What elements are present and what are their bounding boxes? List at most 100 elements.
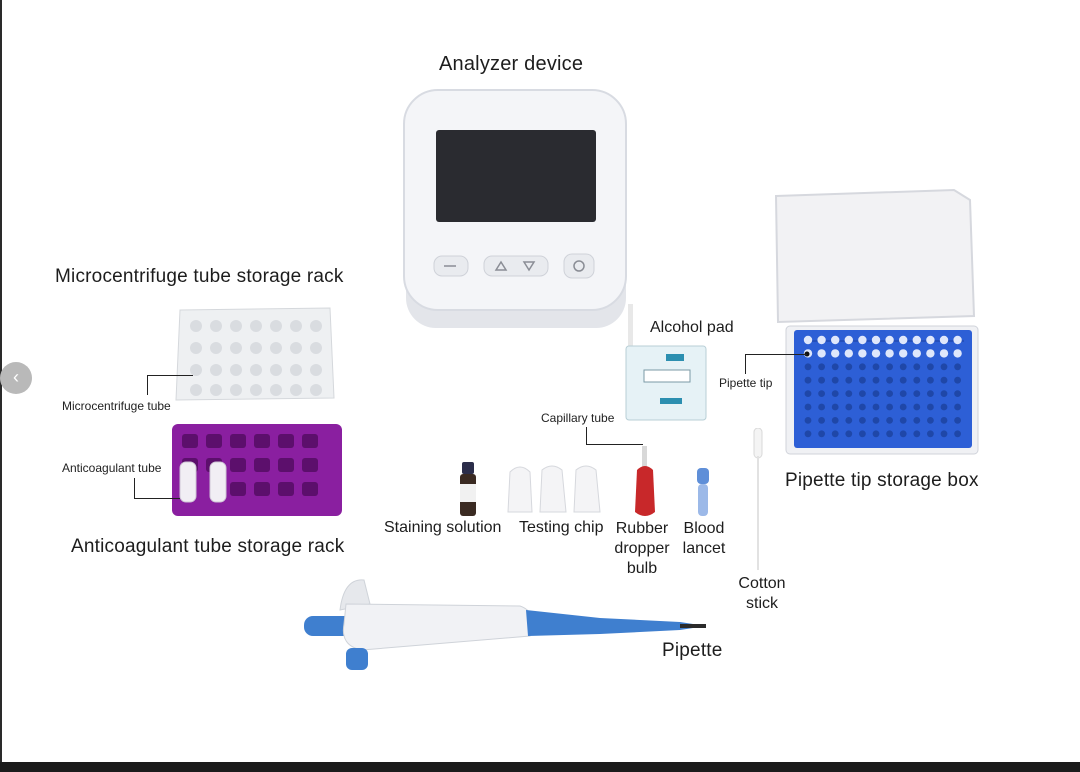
pipette-tip-slot [913,417,921,424]
pipette-tip-slot [804,390,812,397]
blood-lancet-image [697,468,709,516]
pipette-tip-slot [913,376,921,384]
alcohol-pad-label: Alcohol pad [650,319,734,336]
pipette-tip-slot [899,376,907,384]
pipette-tip-slot [831,403,839,411]
pipette-tip-slot [803,335,813,345]
pipette-tip-slot [818,417,825,424]
pipette-tip-slot [927,417,934,424]
rubber-bulb-label-line1: Rubber [615,520,669,537]
pipette-tip-leader-v [745,354,746,374]
pipette-tip-slot [845,430,853,438]
pipette-tip-slot [899,349,908,358]
pipette-tip-slot [899,363,907,371]
pipette-tip-leader-h [745,354,807,355]
pipette-tip-slot [859,390,866,397]
pipette-tip-slot [859,417,866,424]
pipette-tip-slot [886,390,893,397]
pipette-tip-slot [859,376,866,384]
pipette-tip-slot [927,363,934,371]
chevron-left-icon[interactable]: ‹ [0,362,32,394]
pipette-tip-slot [899,335,908,345]
pipette-tip-slot [939,335,949,345]
cotton-stick-label-line2: stick [746,595,778,612]
pipette-tip-slot [859,363,866,371]
pipette-tip-slot [817,335,826,345]
pipette-tip-slot [913,390,921,397]
pipette-tip-slot [885,335,894,345]
pipette-tip-slot [927,430,934,438]
pipette-tip-slot [940,403,948,411]
pipette-tip-slot [885,349,894,358]
pipette-tip-slot [913,403,921,411]
pipette-tip-slot [899,390,907,397]
pipette-tip-slot [845,363,853,371]
anticoag-rack-label: Anticoagulant tube storage rack [71,536,345,557]
pipette-tip-slot [954,430,961,438]
rubber-bulb-image [635,446,655,516]
capillary-leader-v [586,427,587,445]
micro-rack-label: Microcentrifuge tube storage rack [55,266,344,287]
pipette-tip-slot [804,376,812,384]
pipette-tip-slot [927,390,934,397]
pipette-tip-slot [940,390,948,397]
pipette-tip-slot [817,349,826,358]
pipette-tip-label: Pipette tip [719,376,773,390]
pipette-tip-slot [954,363,961,371]
pipette-tip-slot [940,363,948,371]
cotton-stick-label-line1: Cotton [738,575,786,592]
pipette-tip-slot [845,390,853,397]
capillary-leader-h [586,444,643,445]
testing-chip-image [507,465,601,513]
anticoagulant-rack-image [172,424,342,516]
pipette-tip-slot [899,403,907,411]
pipette-tip-slot [912,335,921,345]
pipette-image [304,579,706,670]
pipette-tip-slot [886,430,893,438]
pipette-tip-slot [953,349,962,358]
rubber-bulb-label-line2: dropper [614,540,670,557]
pipette-tip-slot [831,430,839,438]
anticoag-tube-leader-h [134,498,180,499]
pipette-tip-slot [844,335,853,345]
pipette-tip-slot [845,376,853,384]
frame-left-border [0,0,2,772]
pipette-tip-slot [912,349,921,358]
pipette-tip-slot [886,403,893,411]
pipette-tip-slot [844,349,853,358]
pipette-tip-slot [926,335,935,345]
anticoag-tube-label: Anticoagulant tube [62,461,162,475]
pipette-tip-slot [804,363,812,371]
pipette-tip-slot [871,349,881,358]
pipette-tip-slot [954,376,961,384]
pipette-tip-slot [859,430,866,438]
blood-lancet-label-line1: Blood [683,520,725,537]
anticoag-tube-leader-v [134,478,135,499]
pipette-tip-slot [859,403,866,411]
pipette-tip-slot [927,403,934,411]
pipette-tip-slot [804,403,812,411]
blood-lancet-label-line2: lancet [682,540,726,557]
pipette-tip-slot [940,417,948,424]
pipette-tip-slot [954,417,961,424]
pipette-tip-slot [872,363,880,371]
pipette-tip-slot [913,430,921,438]
pipette-tip-slot [872,417,880,424]
testing-chip-label: Testing chip [519,519,604,536]
cotton-stick-label: Cotton stick [735,574,789,614]
micro-tube-label: Microcentrifuge tube [62,399,171,413]
pipette-tip-slot [831,363,839,371]
pipette-tip-slot [818,376,825,384]
pipette-tip-slot [886,417,893,424]
pipette-tip-slot [872,430,880,438]
analyzer-device-image [403,89,627,328]
pipette-tip-slot [845,417,853,424]
rubber-bulb-label-line3: bulb [626,560,658,577]
staining-solution-label: Staining solution [384,519,502,536]
pipette-tip-slot [872,403,880,411]
pipette-tip-slot [886,363,893,371]
frame-bottom-bar [0,762,1080,772]
pipette-tip-slot [831,349,840,358]
pipette-tip-slot [831,376,839,384]
pipette-tip-box-image [774,188,979,455]
